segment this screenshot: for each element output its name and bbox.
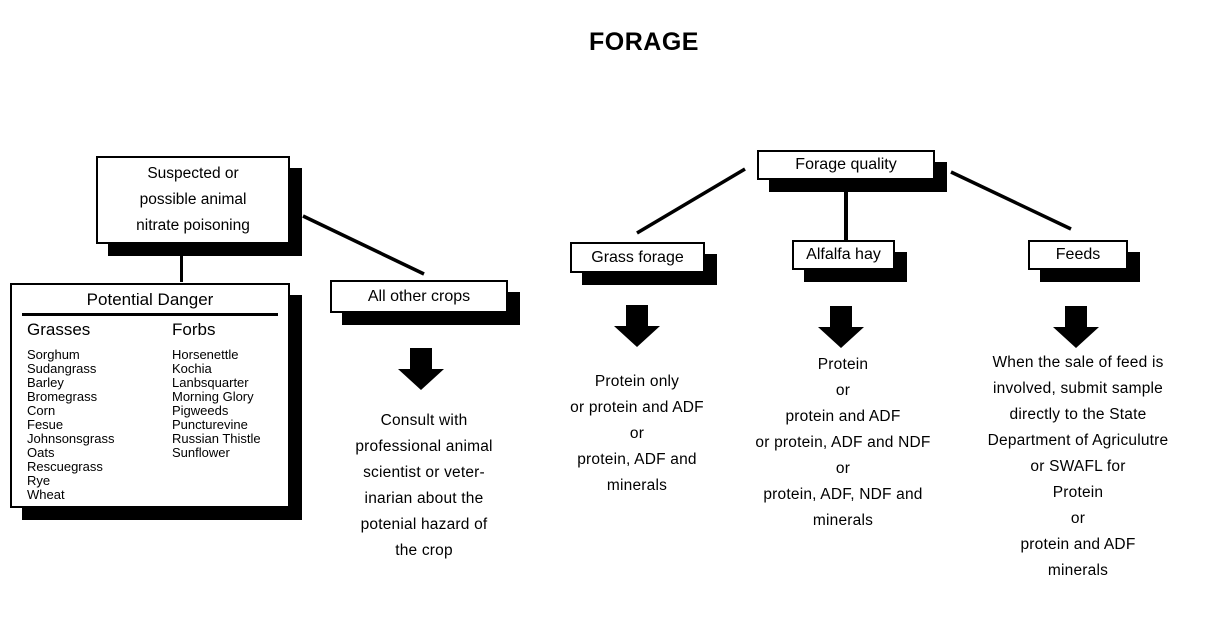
forage-quality-box: Forage quality (757, 150, 935, 180)
grass-forage-box: Grass forage (570, 242, 705, 273)
list-item: Russian Thistle (172, 431, 261, 446)
list-item: Rescuegrass (27, 459, 103, 474)
forbs-header: Forbs (172, 320, 216, 339)
list-item: Kochia (172, 361, 212, 376)
list-item: Barley (27, 375, 64, 390)
feeds-text: When the sale of feed is involved, submi… (987, 354, 1169, 579)
list-item: Sunflower (172, 445, 230, 460)
divider (22, 313, 278, 316)
all-other-crops-label: All other crops (367, 287, 471, 305)
list-item: Pigweeds (172, 403, 229, 418)
potential-danger-title: Potential Danger (86, 290, 214, 309)
grasses-header: Grasses (27, 320, 91, 339)
connector-quality-to-grass (636, 167, 746, 235)
down-arrow-feeds-icon (1053, 306, 1099, 348)
list-item: Morning Glory (172, 389, 254, 404)
down-arrow-grass-icon (614, 305, 660, 347)
connector-quality-to-feeds (950, 170, 1072, 231)
list-item: Sorghum (27, 347, 80, 362)
feeds-box: Feeds (1028, 240, 1128, 270)
connector-suspected-to-othercrops (302, 214, 425, 276)
list-item: Lanbsquarter (172, 375, 249, 390)
list-item: Oats (27, 445, 55, 460)
list-item: Johnsonsgrass (27, 431, 115, 446)
alfalfa-hay-box: Alfalfa hay (792, 240, 895, 270)
suspected-poisoning-box: Suspected or possible animal nitrate poi… (96, 156, 290, 244)
feeds-label: Feeds (1055, 246, 1101, 263)
down-arrow-alfalfa-icon (818, 306, 864, 348)
alfalfa-hay-label: Alfalfa hay (806, 246, 881, 263)
down-arrow-othercrops-icon (398, 348, 444, 390)
alfalfa-hay-text: Protein or protein and ADF or protein, A… (755, 356, 931, 529)
forage-quality-label: Forage quality (795, 156, 897, 173)
list-item: Wheat (27, 487, 65, 502)
list-item: Horsenettle (172, 347, 239, 362)
page-title: FORAGE (589, 28, 699, 56)
suspected-poisoning-label: Suspected or possible animal nitrate poi… (136, 165, 250, 234)
consult-text: Consult with professional animal scienti… (355, 412, 493, 559)
list-item: Sudangrass (27, 361, 97, 376)
list-item: Fesue (27, 417, 64, 432)
all-other-crops-box: All other crops (330, 280, 508, 313)
list-item: Bromegrass (27, 389, 98, 404)
list-item: Corn (27, 403, 56, 418)
list-item: Puncturevine (172, 417, 248, 432)
list-item: Rye (27, 473, 51, 488)
grass-forage-label: Grass forage (591, 248, 684, 266)
grass-forage-text: Protein only or protein and ADF or prote… (570, 373, 704, 494)
